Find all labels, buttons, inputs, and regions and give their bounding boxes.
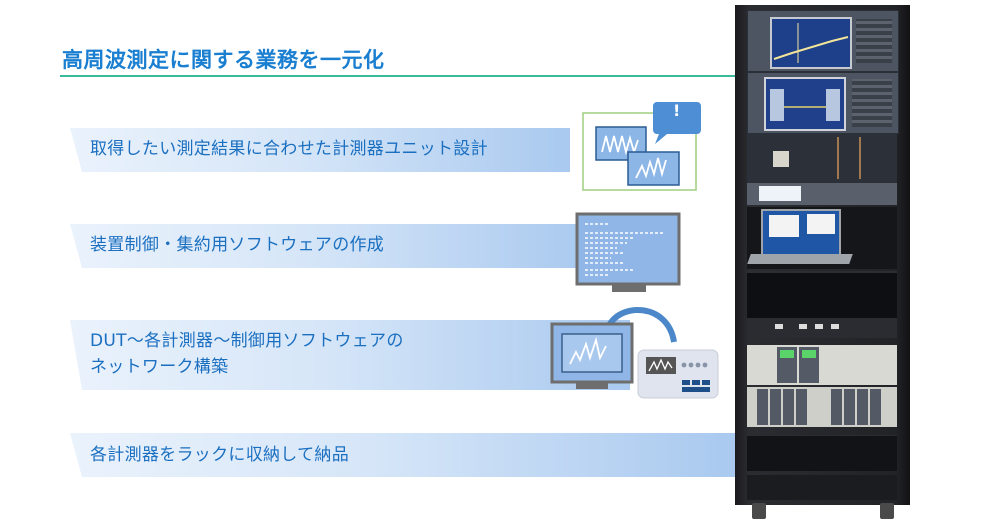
feature-label-2: 装置制御・集約用ソフトウェアの作成 xyxy=(90,235,385,255)
feature-label-4: 各計測器をラックに収納して納品 xyxy=(90,445,349,465)
keypad-2 xyxy=(852,79,892,127)
title-divider xyxy=(60,75,745,77)
spectrum-analyzer-unit xyxy=(747,10,899,72)
analyzer-screen xyxy=(770,17,852,69)
signal-generator-unit xyxy=(747,183,897,205)
instrument-rack-image xyxy=(735,5,910,505)
feature-bar-4 xyxy=(70,433,735,477)
usb-panel xyxy=(747,318,897,338)
feature-label-1: 取得したい測定結果に合わせた計測器ユニット設計 xyxy=(90,139,488,159)
power-module-unit xyxy=(747,387,897,427)
measurement-design-icon: ! xyxy=(576,96,726,192)
software-monitor-icon xyxy=(575,212,685,294)
rf-cables xyxy=(837,137,861,179)
laptop-screen xyxy=(761,209,841,257)
alert-icon: ! xyxy=(673,101,681,120)
page-title: 高周波測定に関する業務を一元化 xyxy=(62,48,385,72)
feature-bar-3 xyxy=(70,320,630,390)
power-supply-unit xyxy=(747,345,897,385)
laptop-shelf xyxy=(747,207,897,269)
rf-switch xyxy=(773,151,789,167)
analyzer-screen-2 xyxy=(764,77,846,131)
feature-bar-1 xyxy=(70,128,570,172)
keypad xyxy=(856,19,892,63)
feature-label-3b: ネットワーク構築 xyxy=(90,357,229,377)
rack-caster-left xyxy=(752,503,766,519)
connector-panel xyxy=(747,133,897,183)
feature-bar-2 xyxy=(70,224,590,268)
feature-label-3a: DUT～各計測器～制御用ソフトウェアの xyxy=(90,331,404,351)
network-icon xyxy=(548,302,728,402)
generator-screen xyxy=(759,186,801,201)
storage-drawer xyxy=(747,271,897,318)
rack-caster-right xyxy=(880,503,894,519)
blank-panel xyxy=(747,435,897,471)
rack-base xyxy=(747,475,897,500)
signal-analyzer-unit xyxy=(747,72,899,134)
laptop-keyboard xyxy=(747,254,853,264)
